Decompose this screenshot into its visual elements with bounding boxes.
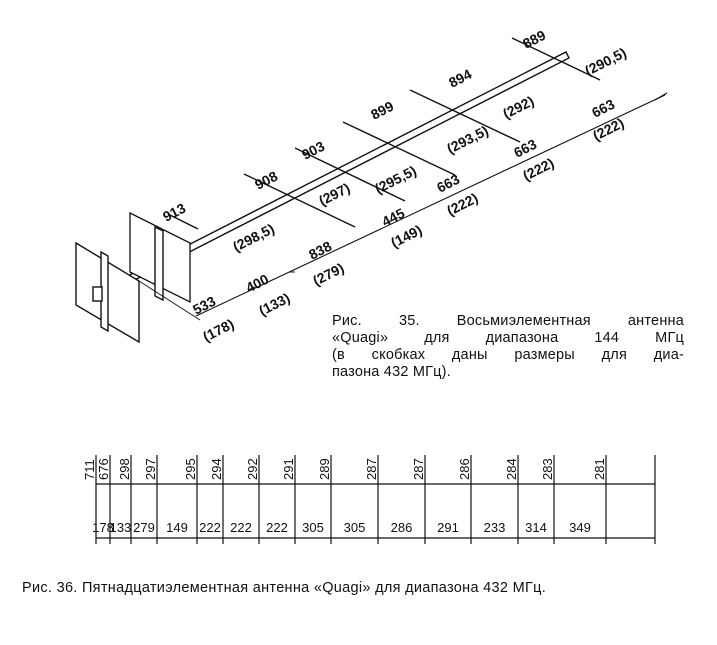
element-length-label: 295 [183,458,198,480]
element-length-label: 298 [117,458,132,480]
spacing-label: 349 [569,520,591,535]
spacing-label: 233 [484,520,506,535]
element-length-label: 297 [143,458,158,480]
alt-element-label: (293,5) [444,122,491,156]
spacing-label: 305 [344,520,366,535]
element-label-903: 903 [299,138,327,163]
driven-pole [154,225,164,302]
spacing-label: 133 [110,520,132,535]
spacing-alt-label: (133) [256,290,292,319]
figure-35-drawing: 913 908 903 899 894 889 (298,5) (297) (2… [75,27,668,345]
element-length-label: 294 [209,458,224,480]
spacing-label: 533 [190,293,218,318]
alt-element-label: (295,5) [372,162,419,196]
spacing-label: 314 [525,520,547,535]
element-label-894: 894 [446,66,474,91]
element-label-913: 913 [160,200,188,225]
reflector-pole [100,250,109,333]
element-length-label: 676 [96,458,111,480]
element-label-889: 889 [520,27,548,52]
spacing-label: 286 [391,520,413,535]
element-length-label: 284 [504,458,519,480]
element-label-899: 899 [368,98,396,123]
spacing-label: 222 [230,520,252,535]
caption-line: «Quagi» для диапазона 144 МГц [332,330,684,346]
spacing-label: 838 [306,238,334,263]
element-length-label: 711 [82,459,97,480]
element-length-label: 286 [457,458,472,480]
spacing-label: 222 [199,520,221,535]
spacing-alt-label: (222) [444,190,480,219]
caption-line: Рис. 35. Восьмиэлементная антенна [332,313,684,329]
spacing-alt-label: (178) [200,316,236,345]
spacing-alt-label: (279) [310,260,346,289]
element-length-label: 287 [411,458,426,480]
director-1 [243,173,356,228]
director-2 [294,147,406,202]
spacing-label: 149 [166,520,188,535]
spacing-label: 178 [92,520,114,535]
element-length-label: 283 [540,458,555,480]
spacing-label: 305 [302,520,324,535]
spacing-dimension-line [195,94,666,317]
spacing-label: 445 [379,205,407,230]
alt-element-label: (290,5) [582,44,629,78]
director-5 [511,37,601,81]
alt-element-label: (292) [500,93,536,122]
figure-35-caption: Рис. 35. Восьмиэлементная антенна «Quagi… [332,313,684,381]
element-length-label: 287 [364,458,379,480]
caption-line: (в скобках даны размеры для диа- [332,347,684,363]
connector-block [92,286,103,302]
caption-line: пазона 432 МГц). [332,364,451,380]
element-length-label: 289 [317,458,332,480]
spacing-label: 279 [133,520,155,535]
element-length-label: 281 [592,458,607,480]
element-length-label: 291 [281,458,296,480]
spacing-label: 291 [437,520,459,535]
director-3 [342,121,456,176]
figure-36-caption: Рис. 36. Пятнадцатиэлементная антенна «Q… [22,580,547,596]
element-length-label: 292 [245,458,260,480]
director-4 [409,89,521,143]
spacing-alt-label: (222) [520,155,556,184]
spacing-label: 222 [266,520,288,535]
